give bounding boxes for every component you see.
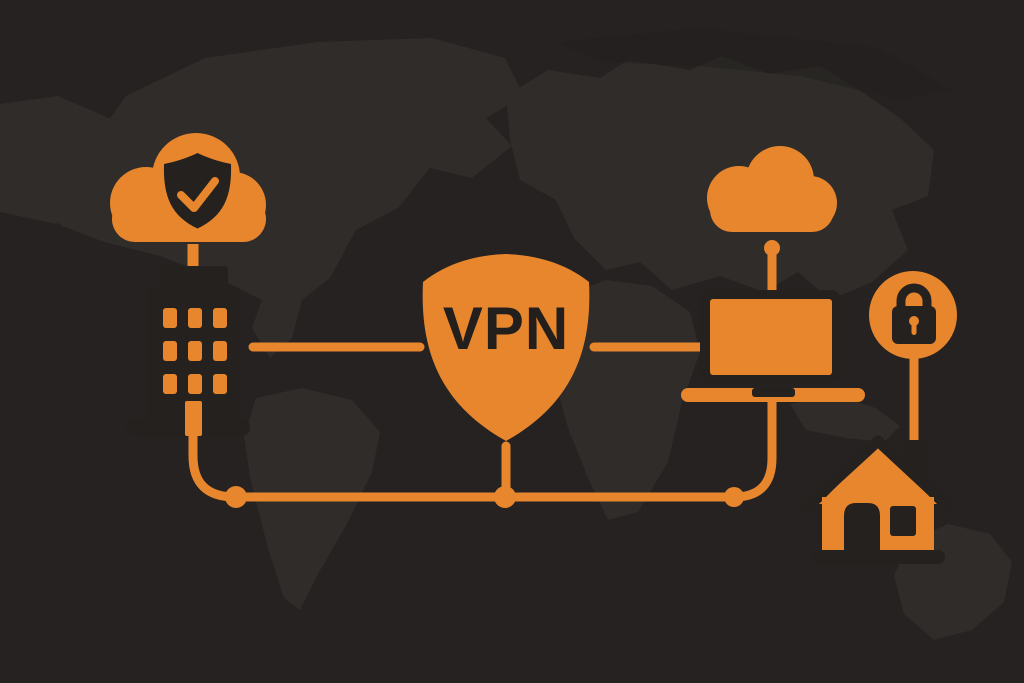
node-dot-left <box>225 486 247 508</box>
cloud-shield-check-icon <box>110 133 266 242</box>
building-windows <box>163 308 227 394</box>
laptop-icon <box>681 290 865 402</box>
connector-lines <box>187 240 919 508</box>
house-window <box>890 506 916 536</box>
padlock-keyhole <box>909 316 919 326</box>
check-shield-icon <box>163 153 232 229</box>
house-icon <box>801 435 953 564</box>
map-africa <box>548 280 700 520</box>
checkmark-icon <box>177 177 219 212</box>
map-southeast-asia <box>790 396 900 442</box>
world-map-background <box>0 28 1012 640</box>
house-roof <box>819 445 937 504</box>
laptop-screen <box>710 299 832 375</box>
map-shadow-band <box>556 28 952 100</box>
vpn-label: VPN <box>442 295 570 362</box>
map-left-edge-landmass <box>0 96 118 224</box>
map-island <box>828 100 848 112</box>
map-north-america <box>18 38 524 358</box>
connector-laptop-drop <box>729 397 777 502</box>
house-base <box>812 550 945 564</box>
house-door <box>844 503 880 554</box>
node-dot-center <box>494 486 516 508</box>
padlock-icon <box>869 271 957 359</box>
office-building-icon <box>126 266 250 436</box>
node-dot-cloud <box>764 240 780 256</box>
laptop-notch <box>752 388 795 397</box>
vpn-shield-icon <box>422 254 590 441</box>
node-dot-right <box>724 487 744 507</box>
padlock-keyhole-stem <box>911 322 917 335</box>
map-island <box>766 84 798 100</box>
building-door <box>185 401 202 436</box>
padlock-shackle <box>896 283 932 316</box>
cloud-icon <box>707 146 837 232</box>
house-roof-eaves <box>801 435 953 512</box>
